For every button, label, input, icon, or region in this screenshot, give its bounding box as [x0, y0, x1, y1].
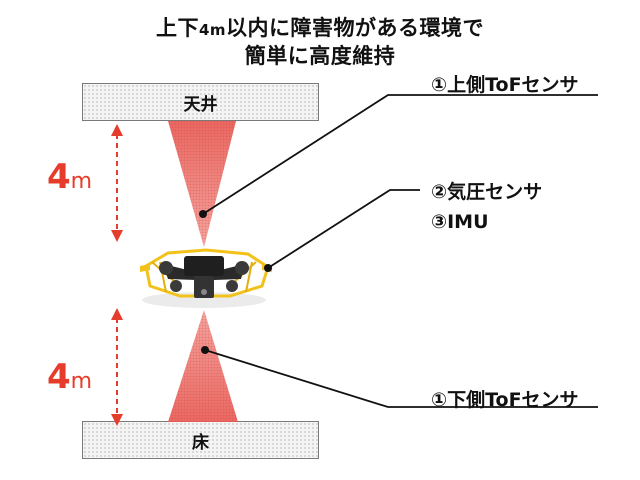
lower-tof-beam [168, 310, 238, 422]
leader-drone [264, 189, 420, 272]
label-lower-tof: ①下側ToFセンサ [431, 389, 579, 411]
label-imu: ③IMU [431, 211, 489, 233]
label-barometer: ②気圧センサ [431, 181, 543, 203]
distance-bottom-number: 4 [47, 357, 71, 397]
title-line-1: 上下4m以内に障害物がある環境で [0, 12, 640, 42]
title-text-b: 4m [198, 21, 227, 39]
distance-top-number: 4 [47, 157, 71, 197]
distance-arrow-bottom [111, 308, 123, 426]
ceiling-label: 天井 [183, 94, 218, 115]
title-line-2: 簡単に高度維持 [244, 44, 396, 68]
drone [140, 248, 272, 308]
distance-label-bottom: 4m [47, 357, 92, 397]
distance-label-top: 4m [47, 157, 92, 197]
ceiling-plate: 天井 [82, 83, 319, 121]
upper-tof-beam [168, 121, 236, 247]
leader-lower-tof [201, 346, 598, 408]
title-text-a: 上下 [155, 16, 199, 40]
distance-arrow-top [111, 124, 123, 242]
leader-upper-tof [199, 94, 598, 218]
floor-plate: 床 [82, 421, 319, 459]
title-text-c: 以内に障害物がある環境で [226, 16, 485, 40]
distance-top-unit: m [70, 169, 93, 194]
label-upper-tof: ①上側ToFセンサ [431, 74, 579, 96]
distance-bottom-unit: m [70, 369, 93, 394]
floor-label: 床 [192, 432, 209, 453]
